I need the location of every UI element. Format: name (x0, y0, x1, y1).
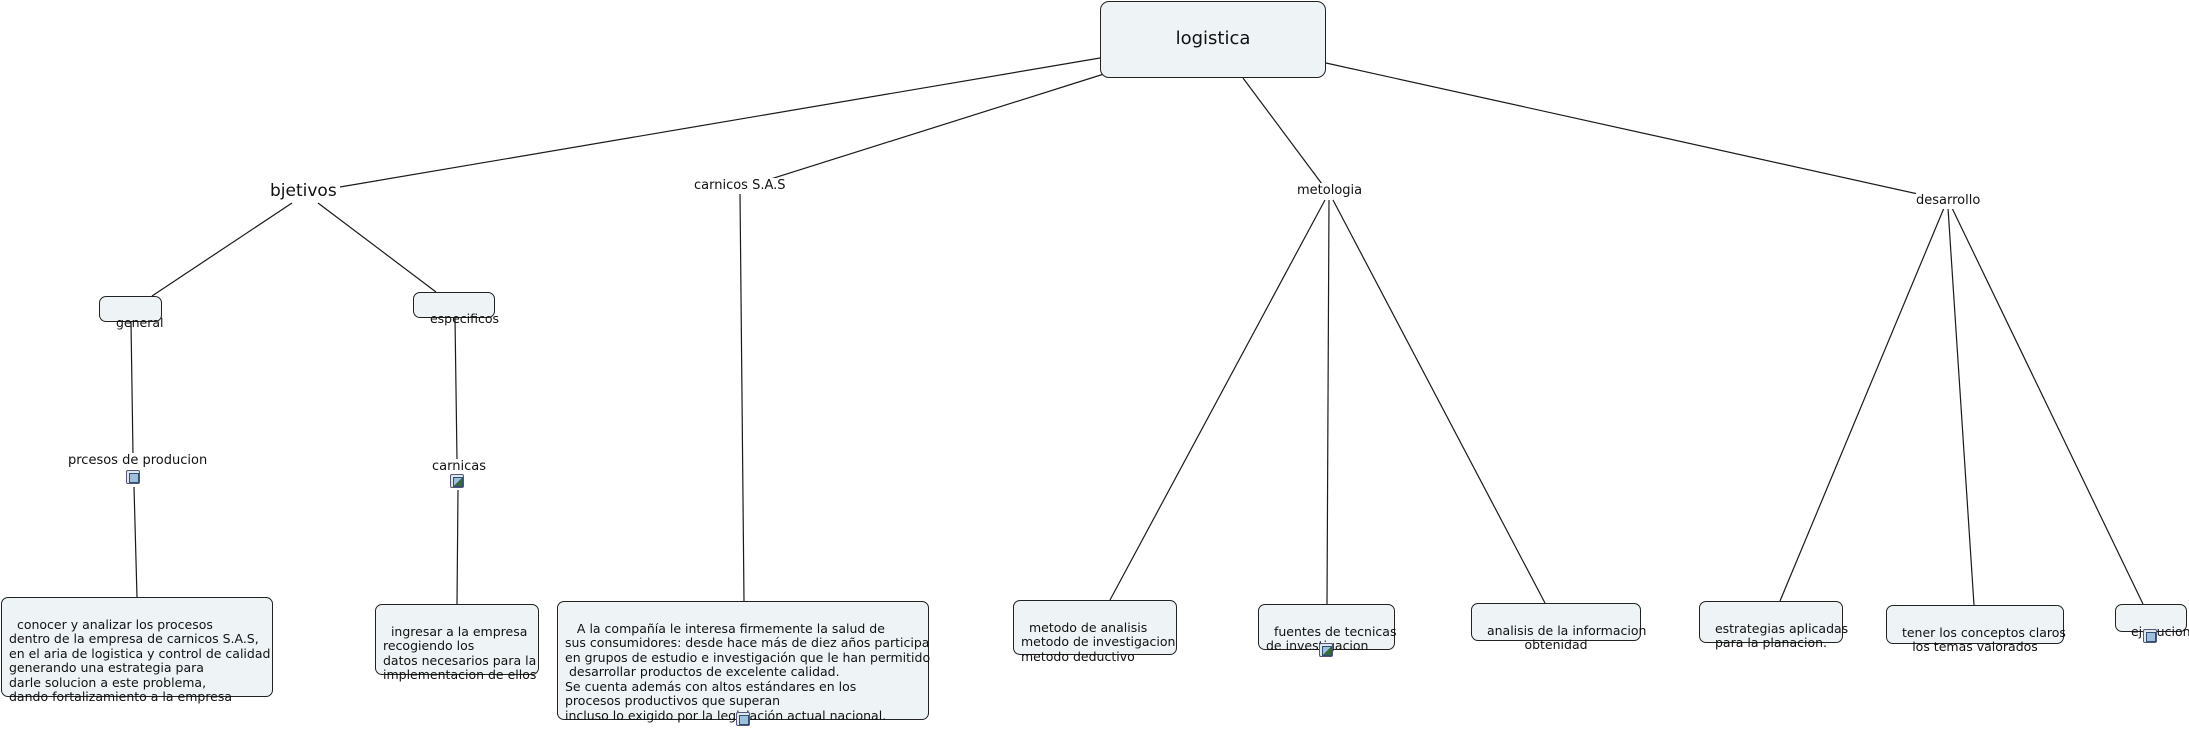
link-metologia-leaf-1 (1109, 199, 1326, 601)
link-desarrollo-leaf-2 (1947, 207, 1975, 606)
general-label: general (115, 314, 164, 330)
branch-carnicos-label[interactable]: carnicos S.A.S (694, 178, 786, 194)
branch-desarrollo-label[interactable]: desarrollo (1916, 193, 1981, 209)
link-metologia-leaf-2 (1326, 199, 1330, 605)
document-icon[interactable] (2143, 629, 2157, 643)
especificos-leaf-node[interactable]: ingresar a la empresa recogiendo los dat… (375, 604, 539, 682)
metologia-leaf-2[interactable]: fuentes de tecnicas de investigacion (1258, 604, 1396, 653)
link-root-carnicos (757, 73, 1105, 184)
general-node[interactable]: general (99, 296, 163, 329)
link-metologia-leaf-3 (1332, 199, 1546, 604)
general-sub-label[interactable]: prcesos de producion (68, 453, 208, 469)
branch-metologia-label[interactable]: metologia (1297, 183, 1363, 199)
metologia-leaf-3[interactable]: analisis de la informacion obtenidad (1471, 603, 1646, 652)
especificos-node[interactable]: especificos (413, 292, 499, 325)
root-label: logistica (1175, 28, 1251, 50)
link-sub-leaf-especificos (456, 489, 459, 605)
desarrollo-leaf-3[interactable]: ejecucion (2115, 604, 2189, 638)
especificos-label: especificos (429, 310, 500, 326)
link-root-desarrollo (1325, 62, 1919, 195)
carnicos-leaf-node[interactable]: A la compañía le interesa firmemente la … (557, 601, 931, 723)
document-icon[interactable] (736, 712, 750, 726)
metologia-leaf-2-text: fuentes de tecnicas de investigacion (1266, 623, 1397, 653)
link-sub-leaf-general (133, 486, 138, 598)
link-root-metologia (1242, 77, 1323, 185)
general-leaf-text: conocer y analizar los procesos dentro d… (9, 616, 271, 704)
link-objetivos-general (151, 202, 293, 297)
especificos-leaf-text: ingresar a la empresa recogiendo los dat… (383, 623, 537, 682)
root-node[interactable]: logistica (1100, 1, 1326, 78)
desarrollo-leaf-1-text: estrategias aplicadas para la planacion. (1714, 620, 1849, 650)
link-general-sub (130, 321, 134, 456)
metologia-leaf-1[interactable]: metodo de analisis metodo de investigaci… (1013, 600, 1177, 663)
general-leaf-node[interactable]: conocer y analizar los procesos dentro d… (1, 597, 273, 704)
link-carnicos-leaf (739, 192, 745, 602)
link-especificos-sub (454, 317, 458, 461)
desarrollo-leaf-2[interactable]: tener los conceptos claros los temas val… (1886, 605, 2066, 654)
link-root-objetivos (339, 57, 1101, 188)
link-objetivos-especificos (317, 202, 437, 293)
carnicos-leaf-text: A la compañía le interesa firmemente la … (565, 620, 931, 723)
link-desarrollo-leaf-3 (1951, 207, 2144, 605)
metologia-leaf-3-text: analisis de la informacion obtenidad (1486, 622, 1647, 652)
image-icon[interactable] (1319, 643, 1333, 657)
desarrollo-leaf-2-text: tener los conceptos claros los temas val… (1901, 624, 2066, 654)
desarrollo-leaf-1[interactable]: estrategias aplicadas para la planacion. (1699, 601, 1848, 650)
link-desarrollo-leaf-1 (1779, 207, 1945, 602)
especificos-sub-label[interactable]: carnicas (432, 459, 486, 475)
branch-objetivos-label[interactable]: bjetivos (270, 181, 337, 201)
document-icon[interactable] (126, 470, 140, 484)
metologia-leaf-1-text: metodo de analisis metodo de investigaci… (1021, 619, 1176, 664)
image-icon[interactable] (450, 474, 464, 488)
desarrollo-leaf-3-text: ejecucion (2130, 623, 2189, 639)
